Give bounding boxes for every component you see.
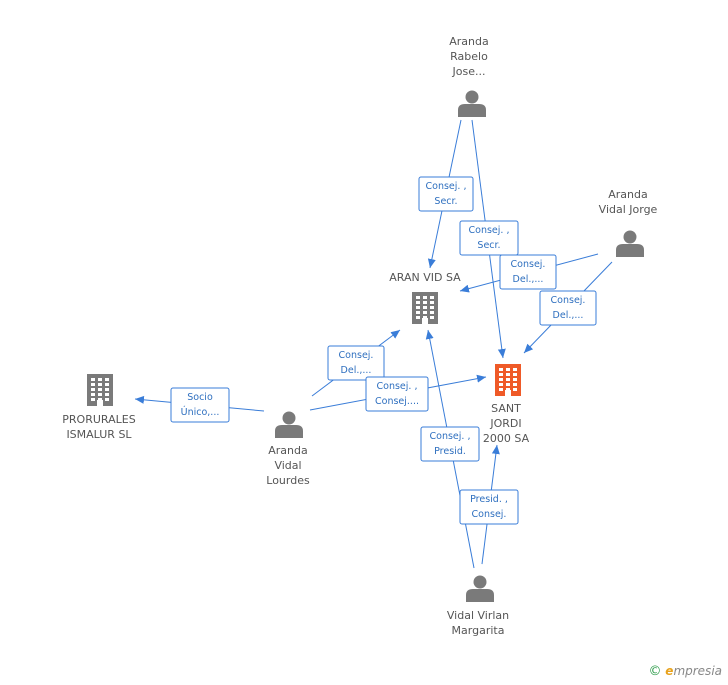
node-label-line: JORDI: [489, 417, 521, 430]
relation-label-line: Consej. ,: [426, 181, 467, 192]
node-label-line: SANT: [491, 402, 521, 415]
building-icon: [412, 292, 438, 324]
relation-label-line: Consej....: [375, 396, 419, 407]
person-icon: [466, 575, 494, 602]
relation-label-box: [365, 376, 429, 412]
relation-label-box: [420, 426, 480, 462]
relation-label[interactable]: Consej. Del.,...: [327, 345, 385, 381]
relation-label-box: [327, 345, 385, 381]
node-sant-jordi[interactable]: SANT JORDI 2000 SA: [483, 364, 530, 445]
node-label-line: Lourdes: [266, 474, 310, 487]
node-label-line: Aranda: [608, 188, 647, 201]
relation-label-box: [459, 489, 519, 525]
relation-label[interactable]: Consej. , Presid.: [420, 426, 480, 462]
edges-layer: [134, 119, 613, 569]
relation-label[interactable]: Consej. Del.,...: [499, 254, 557, 290]
relation-label-line: Presid.: [434, 446, 466, 457]
node-label-line: ISMALUR SL: [66, 428, 132, 441]
node-label-line: Jose...: [452, 65, 486, 78]
empresia-brand[interactable]: © empresia: [648, 664, 722, 679]
relation-label-line: Consej.: [472, 509, 507, 520]
brand-initial: e: [665, 664, 674, 678]
relation-label-line: Consej. ,: [377, 381, 418, 392]
relation-label-line: Consej.: [511, 259, 546, 270]
building-icon: [87, 374, 113, 406]
relation-label-line: Consej. ,: [430, 431, 471, 442]
relation-label[interactable]: Presid. , Consej.: [459, 489, 519, 525]
relation-label-line: Consej.: [551, 295, 586, 306]
node-prorurales[interactable]: PRORURALES ISMALUR SL: [62, 374, 136, 441]
relation-label-box: [170, 387, 230, 423]
relation-label-box: [459, 220, 519, 256]
relation-label-line: Socio: [187, 392, 213, 403]
node-label-line: Aranda: [268, 444, 307, 457]
brand-name: mpresia: [673, 664, 722, 678]
relation-label-line: Secr.: [434, 196, 457, 207]
node-label-line: Aranda: [449, 35, 488, 48]
node-label-line: Rabelo: [450, 50, 488, 63]
person-icon: [616, 230, 644, 257]
node-aran-vid[interactable]: ARAN VID SA: [389, 271, 461, 324]
node-label-line: 2000 SA: [483, 432, 530, 445]
relation-label[interactable]: SocioÚnico,...: [170, 387, 230, 423]
relation-label-line: Secr.: [477, 240, 500, 251]
copyright-symbol: ©: [648, 664, 662, 679]
person-icon: [275, 411, 303, 438]
node-label-line: Vidal: [274, 459, 301, 472]
relation-labels-layer: Consej. , Secr. Consej. , Secr. Consej. Del.,…: [170, 176, 597, 525]
relation-label-line: Único,...: [181, 406, 220, 418]
relation-label[interactable]: Consej. , Secr.: [418, 176, 474, 212]
relation-label[interactable]: Consej. Del.,...: [539, 290, 597, 326]
relation-label-line: Del.,...: [553, 310, 584, 321]
relation-label-line: Presid. ,: [470, 494, 508, 505]
relation-label-box: [539, 290, 597, 326]
relation-label-box: [418, 176, 474, 212]
node-label-line: PRORURALES: [62, 413, 135, 426]
relation-label-line: Consej. ,: [469, 225, 510, 236]
node-label-line: ARAN VID SA: [389, 271, 461, 284]
relation-label[interactable]: Consej. , Secr.: [459, 220, 519, 256]
node-label-line: Vidal Virlan: [447, 609, 509, 622]
node-label-line: Margarita: [452, 624, 505, 637]
relation-label-line: Consej.: [339, 350, 374, 361]
node-label-line: Vidal Jorge: [599, 203, 658, 216]
main-company-building-icon: [495, 364, 521, 396]
person-icon: [458, 90, 486, 117]
relation-label-box: [499, 254, 557, 290]
relation-label-line: Del.,...: [513, 274, 544, 285]
relation-label-line: Del.,...: [341, 365, 372, 376]
node-aranda-rabelo[interactable]: ArandaRabeloJose...: [449, 35, 489, 117]
relation-label[interactable]: Consej. , Consej....: [365, 376, 429, 412]
